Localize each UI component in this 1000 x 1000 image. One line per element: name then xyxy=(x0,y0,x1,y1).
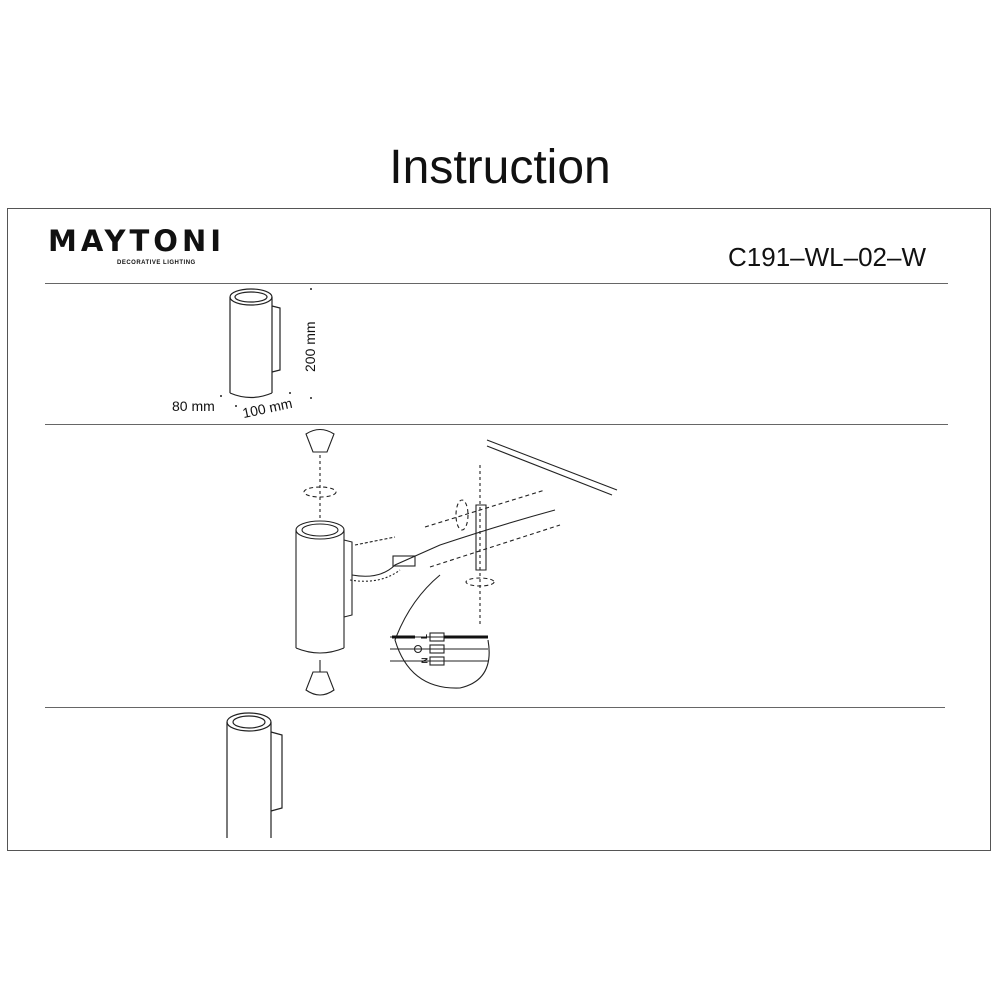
page-title: Instruction xyxy=(389,141,611,194)
brand-tagline: DECORATIVE LIGHTING xyxy=(117,260,196,266)
divider xyxy=(45,424,948,425)
model-number: C191–WL–02–W xyxy=(728,242,926,272)
instruction-frame xyxy=(7,208,991,851)
divider xyxy=(45,283,948,284)
height-dimension: 200 mm xyxy=(302,321,318,372)
neutral-terminal-label: N xyxy=(420,657,430,664)
depth-dimension: 80 mm xyxy=(172,398,215,414)
divider xyxy=(45,707,945,708)
live-terminal-label: L xyxy=(419,634,429,639)
brand-logo: MAYTONI xyxy=(48,224,226,258)
